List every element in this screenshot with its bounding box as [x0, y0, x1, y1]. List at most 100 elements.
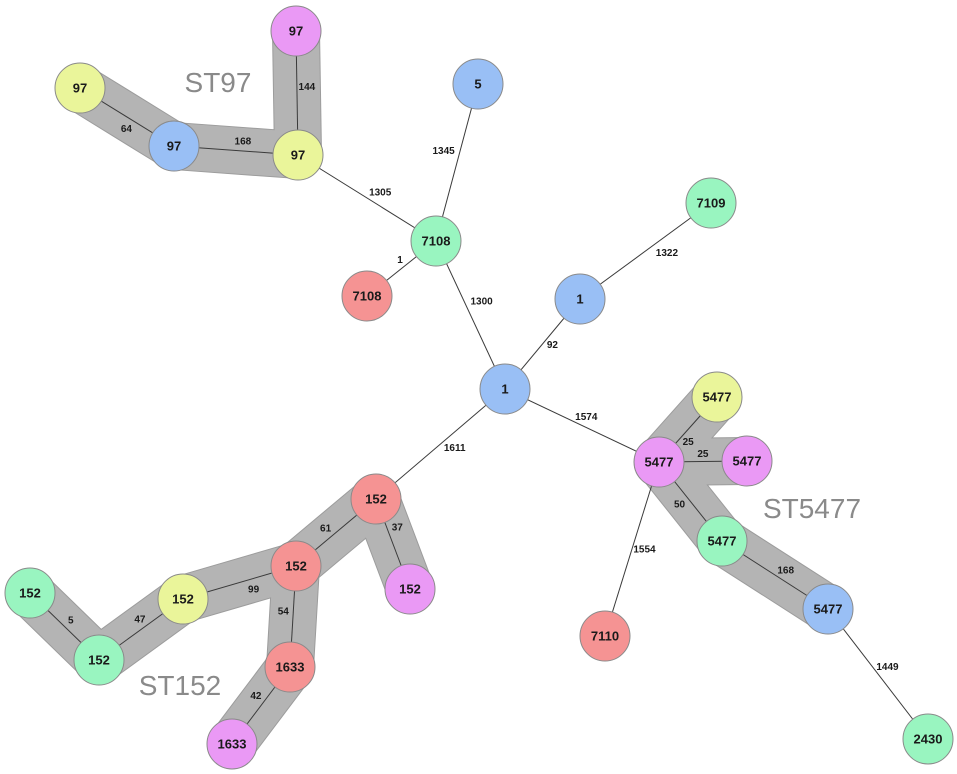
edge-distance-label: 42 — [250, 691, 262, 702]
edge — [579, 202, 712, 300]
node-circle — [54, 62, 106, 114]
node-circle — [902, 713, 954, 765]
node-blue[interactable]: 5477 — [802, 583, 854, 635]
node-label: 97 — [167, 139, 181, 154]
edge-distance-label: 5 — [68, 616, 74, 627]
edge-distance-label: 54 — [278, 606, 290, 617]
edge-distance-label: 92 — [547, 340, 559, 351]
edge-distance-label: 25 — [697, 449, 709, 460]
node-red[interactable]: 152 — [270, 540, 322, 592]
edge — [504, 388, 660, 463]
node-label: 2430 — [914, 732, 943, 747]
node-label: 7108 — [422, 234, 451, 249]
node-red[interactable]: 1633 — [264, 641, 316, 693]
node-label: 97 — [291, 148, 305, 163]
node-green[interactable]: 152 — [4, 567, 56, 619]
node-label: 1633 — [276, 660, 305, 675]
node-label: 1633 — [218, 737, 247, 752]
node-label: 5 — [474, 77, 481, 92]
node-green[interactable]: 7108 — [410, 215, 462, 267]
node-blue[interactable]: 5 — [452, 58, 504, 110]
node-label: 7110 — [591, 629, 619, 644]
node-label: 5477 — [708, 534, 737, 549]
node-circle — [270, 540, 322, 592]
node-circle — [685, 177, 737, 229]
node-circle — [691, 371, 743, 423]
node-circle — [579, 610, 631, 662]
group-label: ST97 — [185, 67, 252, 98]
group-halo — [7, 476, 433, 683]
node-label: 152 — [172, 592, 194, 607]
node-yellow[interactable]: 97 — [54, 62, 106, 114]
node-label: 5477 — [645, 455, 674, 470]
node-label: 5477 — [703, 390, 732, 405]
node-circle — [696, 515, 748, 567]
node-yellow[interactable]: 97 — [272, 129, 324, 181]
node-circle — [802, 583, 854, 635]
edge — [297, 154, 437, 242]
group-label: ST152 — [139, 670, 222, 701]
node-circle — [410, 215, 462, 267]
edge-distance-label: 25 — [683, 437, 695, 448]
node-green[interactable]: 7109 — [685, 177, 737, 229]
node-red[interactable]: 152 — [350, 473, 402, 525]
node-green[interactable]: 152 — [73, 634, 125, 686]
node-label: 5477 — [814, 602, 843, 617]
edge-distance-label: 1300 — [470, 296, 493, 307]
edge-distance-label: 1611 — [444, 443, 466, 454]
node-circle — [479, 363, 531, 415]
node-label: 1 — [576, 292, 583, 307]
node-blue[interactable]: 97 — [148, 120, 200, 172]
node-purple[interactable]: 152 — [384, 563, 436, 615]
node-layer: 97 97 97 97 5 7108 7108 7109 1 1 5477 5477 5477 5477 5… — [4, 5, 954, 770]
edge-distance-label: 168 — [777, 566, 794, 577]
node-label: 152 — [285, 559, 307, 574]
node-purple[interactable]: 97 — [270, 5, 322, 57]
node-blue[interactable]: 1 — [554, 273, 606, 325]
edge-distance-label: 1574 — [575, 412, 598, 423]
node-circle — [73, 634, 125, 686]
edge-distance-label: 1449 — [876, 662, 899, 673]
edge-distance-label: 1345 — [432, 146, 455, 157]
node-circle — [350, 473, 402, 525]
node-circle — [264, 641, 316, 693]
node-circle — [270, 5, 322, 57]
node-circle — [272, 129, 324, 181]
node-green[interactable]: 5477 — [696, 515, 748, 567]
node-circle — [452, 58, 504, 110]
node-purple[interactable]: 1633 — [206, 718, 258, 770]
node-label: 5477 — [733, 454, 762, 469]
node-circle — [206, 718, 258, 770]
edge-distance-label: 1554 — [633, 545, 656, 556]
node-yellow[interactable]: 5477 — [691, 371, 743, 423]
edge — [435, 240, 506, 390]
node-circle — [148, 120, 200, 172]
edge-label-layer: 1446416813051345113001322921574161125255… — [68, 82, 899, 702]
edge — [435, 83, 479, 242]
node-label: 152 — [19, 586, 41, 601]
node-purple[interactable]: 5477 — [721, 435, 773, 487]
node-yellow[interactable]: 152 — [157, 573, 209, 625]
node-circle — [721, 435, 773, 487]
edge-distance-label: 37 — [392, 523, 404, 534]
edge-distance-label: 144 — [299, 82, 316, 93]
node-blue[interactable]: 1 — [479, 363, 531, 415]
node-circle — [157, 573, 209, 625]
node-label: 97 — [289, 24, 303, 39]
edge — [604, 461, 660, 637]
node-circle — [384, 563, 436, 615]
node-purple[interactable]: 5477 — [633, 436, 685, 488]
node-label: 152 — [365, 492, 387, 507]
node-red[interactable]: 7108 — [341, 270, 393, 322]
node-red[interactable]: 7110 — [579, 610, 631, 662]
node-label: 152 — [88, 653, 110, 668]
node-green[interactable]: 2430 — [902, 713, 954, 765]
edge-distance-label: 1305 — [369, 188, 392, 199]
node-circle — [633, 436, 685, 488]
group-label: ST5477 — [763, 493, 861, 524]
node-label: 152 — [399, 582, 421, 597]
edge-distance-label: 99 — [248, 584, 260, 595]
edge-distance-label: 47 — [134, 615, 146, 626]
